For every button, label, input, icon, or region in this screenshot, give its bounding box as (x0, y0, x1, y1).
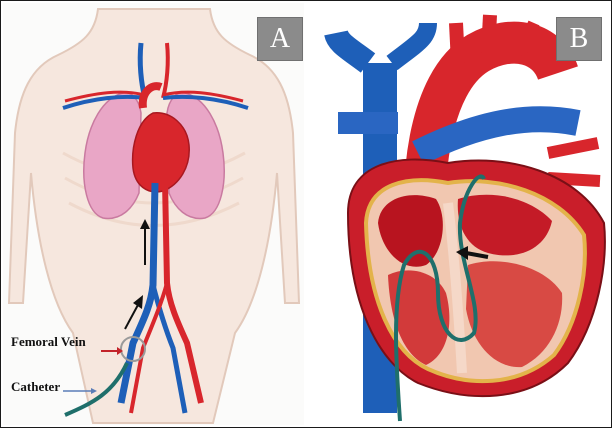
body-anatomy-svg (3, 3, 304, 425)
panel-a-body-illustration: A Femoral Vein Catheter (3, 3, 304, 425)
heart-anatomy-svg (308, 3, 609, 425)
panel-b-heart-cross-section: B (308, 3, 609, 425)
panel-divider (305, 1, 307, 427)
catheter-label: Catheter (11, 379, 60, 395)
panel-a-badge: A (257, 17, 303, 61)
panel-b-badge: B (556, 17, 602, 61)
femoral-vein-label: Femoral Vein (11, 334, 86, 350)
